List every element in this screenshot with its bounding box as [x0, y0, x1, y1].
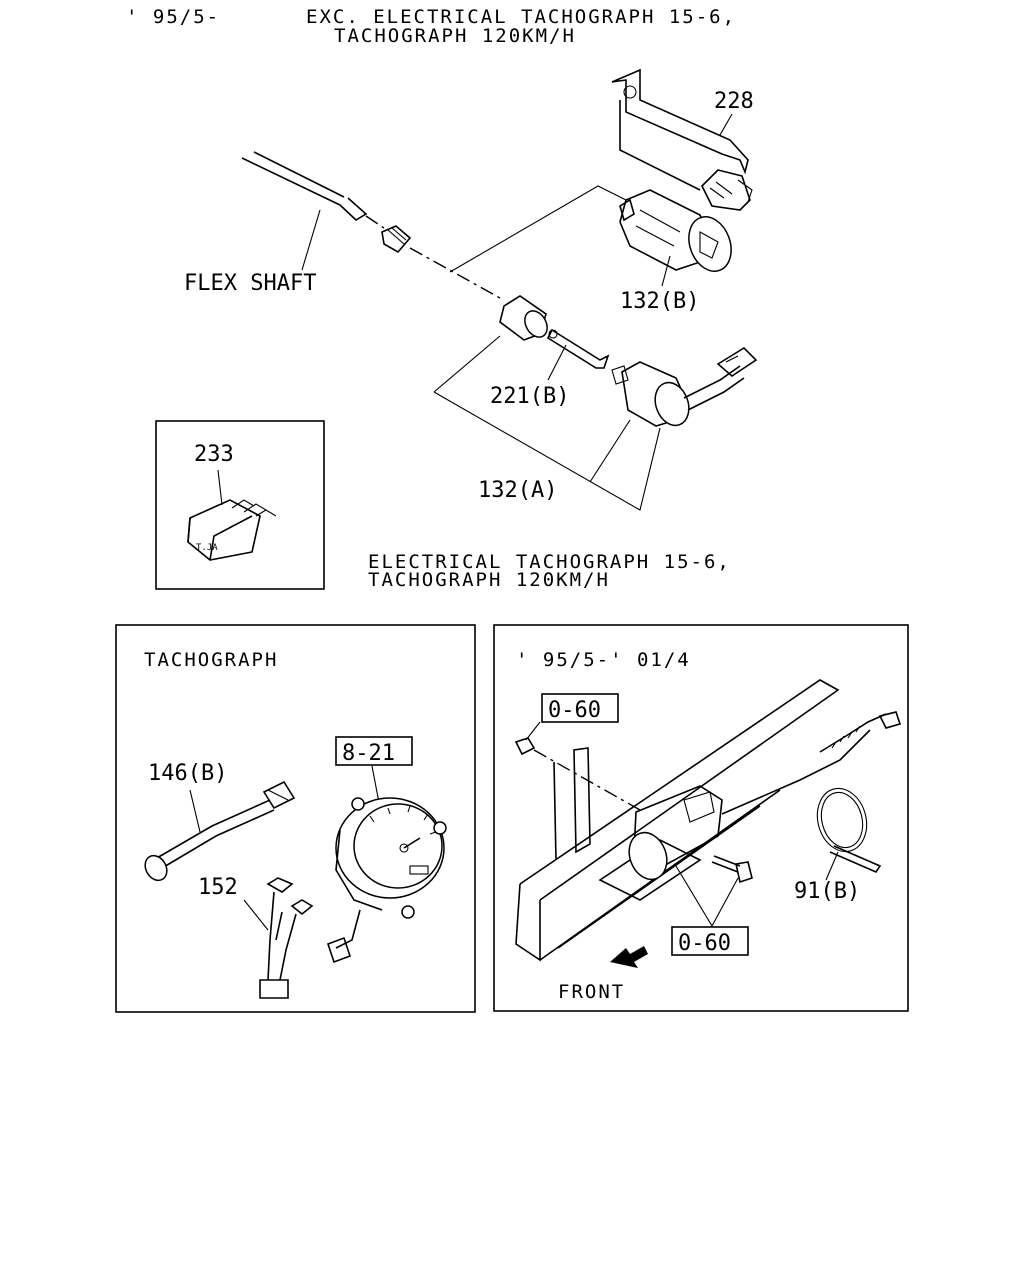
nut-0-60 — [514, 737, 536, 756]
tachograph-panel-title: TACHOGRAPH — [144, 649, 278, 671]
label-part-91b: 91(B) — [794, 879, 860, 904]
ref-8-21: 8-21 — [342, 741, 395, 766]
tachograph-panel-frame — [115, 624, 476, 1013]
electrical-note-line2: TACHOGRAPH 120KM/H — [368, 569, 610, 591]
ref-0-60-bottom: 0-60 — [678, 931, 731, 956]
label-part-228: 228 — [714, 89, 754, 114]
tachograph-unit — [326, 797, 447, 964]
label-flex-shaft: FLEX SHAFT — [184, 271, 316, 296]
inset-233-frame — [155, 420, 325, 590]
ref-0-60-bottom-box — [671, 926, 749, 956]
part-233-relay: T.JA — [187, 499, 277, 561]
label-part-233: 233 — [194, 442, 234, 467]
label-part-152: 152 — [198, 875, 238, 900]
label-part-132a: 132(A) — [478, 478, 557, 503]
bracket-panel-date-range: ' 95/5-' 01/4 — [516, 649, 691, 671]
header-variant-line1: EXC. ELECTRICAL TACHOGRAPH 15-6, — [306, 6, 736, 28]
part-228-bracket — [611, 68, 753, 211]
part-132b-adapter — [619, 189, 732, 272]
bolt-0-60 — [711, 855, 753, 884]
flex-shaft — [241, 151, 501, 299]
bracket-panel-frame — [493, 624, 909, 1012]
part-221b-coupling — [499, 295, 610, 369]
front-arrow-icon — [610, 946, 648, 968]
bracket-assembly — [628, 711, 902, 881]
part-152-harness — [259, 877, 314, 999]
ref-0-60-top-box — [541, 693, 619, 723]
electrical-note-line1: ELECTRICAL TACHOGRAPH 15-6, — [368, 551, 731, 573]
label-part-146b: 146(B) — [148, 761, 227, 786]
front-label: FRONT — [558, 981, 625, 1003]
label-part-132b: 132(B) — [620, 289, 699, 314]
part-146b-cable — [144, 780, 296, 882]
relay-marking: T.JA — [196, 543, 218, 553]
part-91b-cable-tie — [816, 787, 882, 874]
ref-0-60-top: 0-60 — [548, 698, 601, 723]
ref-8-21-box — [335, 736, 413, 766]
header-variant-line2: TACHOGRAPH 120KM/H — [334, 25, 576, 47]
part-132a-sensor — [611, 346, 758, 427]
label-part-221b: 221(B) — [490, 384, 569, 409]
header-date-range: ' 95/5- — [126, 6, 220, 28]
